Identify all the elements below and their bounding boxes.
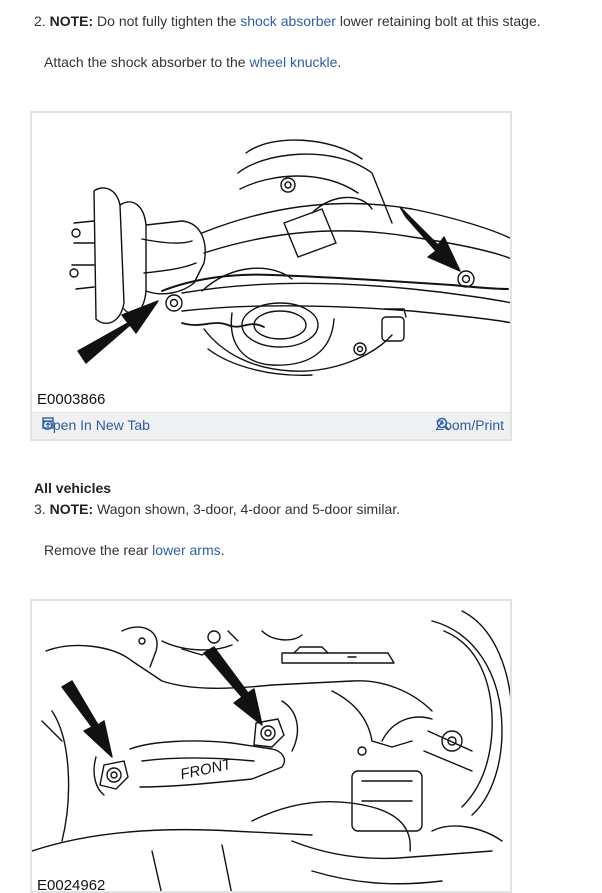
note-label: NOTE: xyxy=(49,501,94,517)
shock-absorber-link[interactable]: shock absorber xyxy=(240,13,336,29)
zoom-print-label: Zoom/Print xyxy=(435,417,504,433)
open-in-new-tab-button[interactable]: Open In New Tab xyxy=(42,417,150,433)
note-text-end: lower retaining bolt at this stage. xyxy=(335,13,541,29)
magnifier-plus-icon xyxy=(436,417,450,431)
wheel-knuckle-link[interactable]: wheel knuckle xyxy=(249,54,338,70)
figure-1-illustration xyxy=(69,139,510,376)
open-in-new-tab-icon xyxy=(42,417,54,429)
instruction-text: Remove the rear xyxy=(44,542,153,558)
figure-code: E0003866 xyxy=(37,391,106,408)
figure-code: E0024962 xyxy=(37,877,106,893)
figure-2: FRONT E0024962 xyxy=(30,599,512,893)
note-label: NOTE: xyxy=(49,13,94,29)
instruction-end: . xyxy=(337,54,342,70)
step-3-note: 3. NOTE: Wagon shown, 3-door, 4-door and… xyxy=(34,500,400,518)
instruction-text: Attach the shock absorber to the xyxy=(44,54,250,70)
zoom-print-button[interactable]: Zoom/Print xyxy=(436,417,504,433)
open-in-new-tab-label: Open In New Tab xyxy=(42,417,150,433)
section-heading: All vehicles xyxy=(34,480,112,496)
step-3-instruction: Remove the rear lower arms. xyxy=(44,541,225,559)
front-label: FRONT xyxy=(179,756,235,784)
step-number: 2. xyxy=(34,13,46,29)
step-2-instruction: Attach the shock absorber to the wheel k… xyxy=(44,53,341,71)
note-text: Wagon shown, 3-door, 4-door and 5-door s… xyxy=(93,501,401,517)
figure-toolbar: Open In New Tab Zoom/Print xyxy=(32,412,510,439)
step-number: 3. xyxy=(34,501,46,517)
instruction-end: . xyxy=(220,542,225,558)
step-2-note: 2. NOTE: Do not fully tighten the shock … xyxy=(34,12,541,30)
figure-1: E0003866 Open In New Tab Zoom/Print xyxy=(30,111,512,441)
note-text: Do not fully tighten the xyxy=(93,13,241,29)
figure-2-illustration: FRONT xyxy=(32,610,510,891)
lower-arms-link[interactable]: lower arms xyxy=(152,542,221,558)
